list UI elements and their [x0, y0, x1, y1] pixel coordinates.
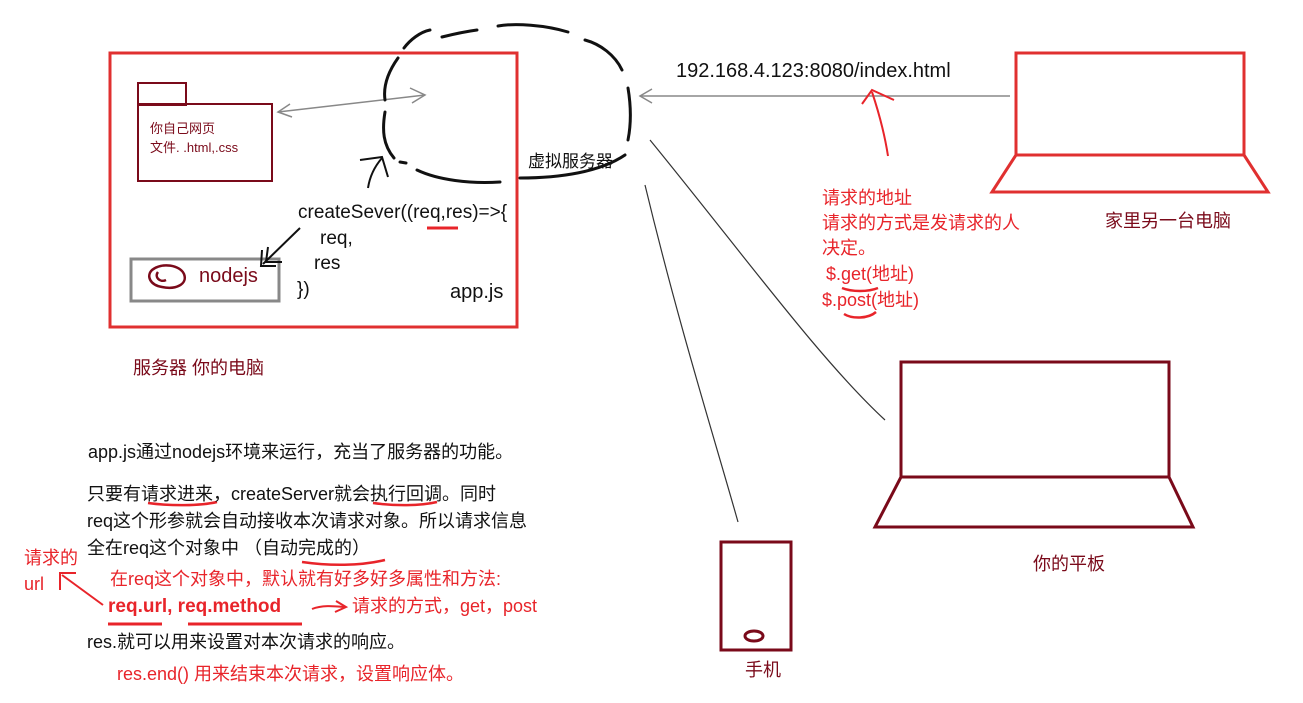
explanation-red-line1: 在req这个对象中，默认就有好多好多属性和方法:	[110, 569, 502, 589]
file-folder-tab	[137, 82, 187, 106]
request-note-line5: $.post(地址)	[822, 290, 920, 310]
url-side-note-line2: url	[24, 574, 45, 594]
code-line-2: req,	[320, 228, 353, 249]
nodejs-box	[129, 257, 281, 303]
method-arrow	[311, 600, 349, 613]
get-underline	[841, 286, 879, 293]
explanation-p2-line3: 全在req这个对象中 （自动完成的）	[87, 538, 371, 558]
code-line-1: createSever((req,res)=>{	[298, 202, 508, 223]
request-note-line1: 请求的地址	[822, 188, 912, 208]
virtual-server-label: 虚拟服务器	[528, 152, 613, 171]
url-side-note-line1: 请求的	[24, 548, 78, 568]
appjs-label: app.js	[450, 281, 504, 303]
file-folder-box	[137, 103, 273, 182]
request-note-line3: 决定。	[822, 238, 876, 258]
node-logo	[148, 264, 187, 289]
jiuhui-zhixing-underline	[372, 500, 438, 507]
server-caption: 服务器 你的电脑	[133, 358, 265, 378]
explanation-red-line2-a: req.url, req.method	[108, 596, 282, 617]
notes-to-url-arrow	[861, 88, 895, 157]
phone-drawing	[719, 540, 793, 652]
url-label: 192.168.4.123:8080/index.html	[676, 60, 951, 82]
cloud-to-tablet-line	[649, 139, 886, 421]
post-underline	[843, 310, 877, 319]
phone-label: 手机	[745, 660, 781, 680]
request-note-line4: $.get(地址)	[826, 264, 915, 284]
code-to-nodejs-arrow	[259, 227, 301, 267]
code-line-3: res	[314, 253, 341, 274]
cloud-to-phone-line	[644, 184, 739, 523]
explanation-p3: res.就可以用来设置对本次请求的响应。	[87, 632, 406, 652]
computer-drawing	[989, 51, 1271, 194]
explanation-p1: app.js通过nodejs环境来运行，充当了服务器的功能。	[88, 442, 514, 462]
explanation-p2-line1: 只要有请求进来，createServer就会执行回调。同时	[87, 484, 497, 504]
nodejs-label: nodejs	[199, 265, 258, 287]
zidong-wancheng-underline	[301, 558, 386, 567]
explanation-p2-line2: req这个形参就会自动接收本次请求对象。所以请求信息	[87, 511, 528, 531]
tablet-label: 你的平板	[1033, 554, 1105, 574]
tablet-drawing	[872, 360, 1196, 529]
url-note-arrow	[59, 572, 104, 606]
explanation-red-line3: res.end() 用来结束本次请求，设置响应体。	[117, 664, 465, 684]
explanation-red-line2-b: 请求的方式，get，post	[352, 596, 538, 616]
computer-to-cloud-arrow	[638, 88, 1010, 104]
file-cloud-arrow	[276, 87, 427, 118]
qingqiu-jinlai-underline	[147, 500, 218, 507]
code-line-4: })	[297, 279, 310, 300]
virtual-server-cloud	[382, 23, 632, 184]
code-to-cloud-arrow	[359, 155, 389, 189]
file-box-line1: 你自己网页	[150, 121, 216, 136]
server-box	[108, 51, 519, 329]
file-box-line2: 文件. .html,.css	[150, 140, 239, 155]
request-note-line2: 请求的方式是发请求的人	[822, 213, 1020, 233]
computer-label: 家里另一台电脑	[1105, 211, 1231, 231]
